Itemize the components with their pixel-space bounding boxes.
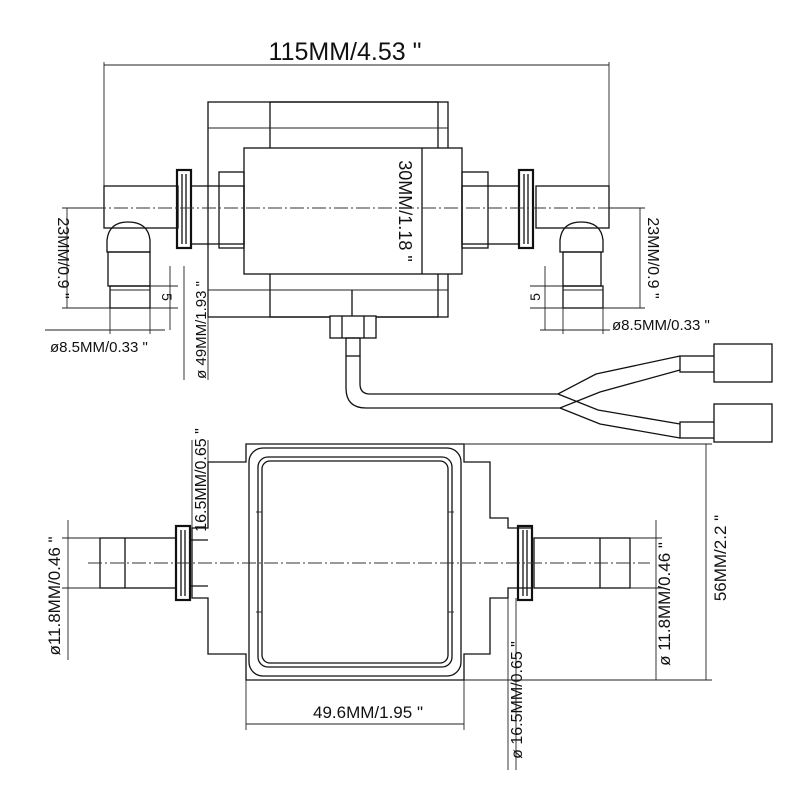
left-port-height-label: 23MM/0.9 " [54,217,71,298]
coil-width-dimension: 49.6MM/1.95 " [245,680,465,730]
left-flange-width-dimension: 16.5MM/0.65 " [191,428,210,532]
right-port-diameter-label: ø8.5MM/0.33 " [612,317,710,334]
overall-height-dimension: 56MM/2.2 " [464,443,730,681]
left-port-offset-label: 5 [159,293,175,301]
coil-outer [248,447,462,677]
side-frame [191,443,533,681]
right-port-offset-label: 5 [527,293,543,301]
connector-and-wires [329,290,773,443]
coil-inner [257,456,453,668]
terminal-upper [713,343,773,383]
left-port-height-dimension: 23MM/0.9 " [54,207,110,309]
right-port-height-label: 23MM/0.9 " [644,217,661,298]
overall-height-label: 56MM/2.2 " [711,515,730,601]
left-fitting [103,168,245,309]
coil-diameter-label: ø 49MM/1.93 " [193,281,210,379]
overall-length-dimension: 115MM/4.53 " [103,38,610,190]
right-nozzle-diameter-label: ø 11.8MM/0.46 " [655,542,674,666]
right-nozzle-diameter-dimension: ø 11.8MM/0.46 " [630,520,674,680]
right-flange-width-dimension: ø 16.5MM/0.65 " [507,598,526,770]
left-flange-width-label: 16.5MM/0.65 " [193,428,210,532]
right-port-diameter-dimension: ø8.5MM/0.33 " [540,308,710,334]
terminal-lower [713,403,773,443]
right-port-offset-dimension: 5 [527,266,563,330]
right-port-height-dimension: 23MM/0.9 " [603,207,661,309]
left-port-offset-dimension: 5 [150,266,178,330]
left-port-diameter-dimension: ø8.5MM/0.33 " [45,308,165,356]
right-flange-width-label: ø 16.5MM/0.65 " [509,641,526,759]
top-view: 115MM/4.53 " 30MM/1.18 " [45,38,773,443]
connector-nut [329,315,377,339]
coil-body [243,147,463,275]
body-height-label: 30MM/1.18 " [395,160,415,261]
left-nozzle-diameter-dimension: ø11.8MM/0.46 " [45,520,100,660]
side-view: ø11.8MM/0.46 " ø 11.8MM/0.46 " 16.5MM/0.… [45,428,730,770]
overall-length-label: 115MM/4.53 " [269,38,422,66]
coil-width-label: 49.6MM/1.95 " [313,703,423,722]
coil-diameter-dimension: ø 49MM/1.93 " [183,248,210,380]
left-port-diameter-label: ø8.5MM/0.33 " [50,339,148,356]
right-fitting [461,168,610,309]
left-nozzle-diameter-label: ø11.8MM/0.46 " [45,536,64,655]
